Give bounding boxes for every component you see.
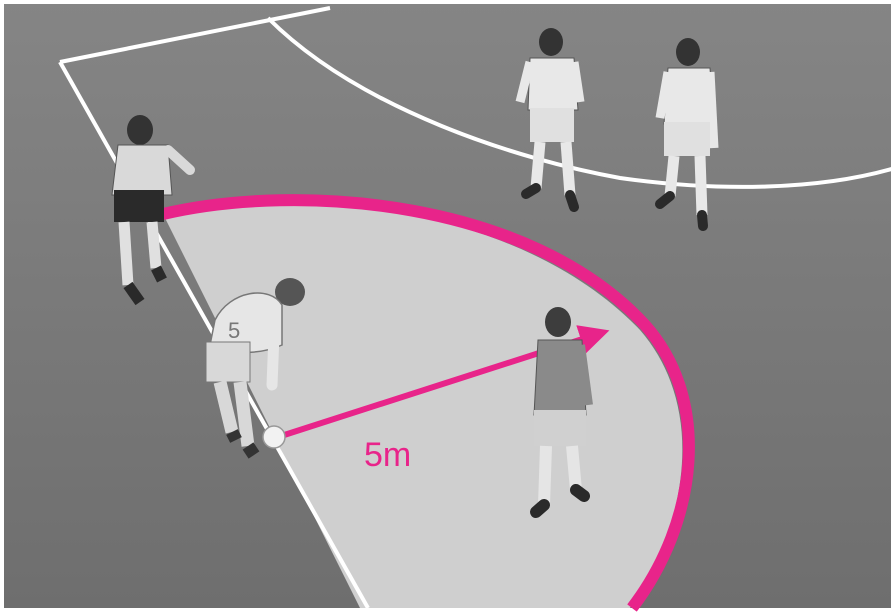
kicker-number: 5	[228, 318, 240, 343]
distance-label: 5m	[364, 436, 411, 474]
player-back-2	[655, 38, 719, 231]
ball	[262, 425, 286, 449]
referee-left	[111, 115, 195, 306]
player-back-1	[515, 28, 585, 212]
defender-near	[530, 307, 593, 518]
kicker: 5	[205, 278, 305, 459]
five-metre-arc	[161, 194, 695, 612]
